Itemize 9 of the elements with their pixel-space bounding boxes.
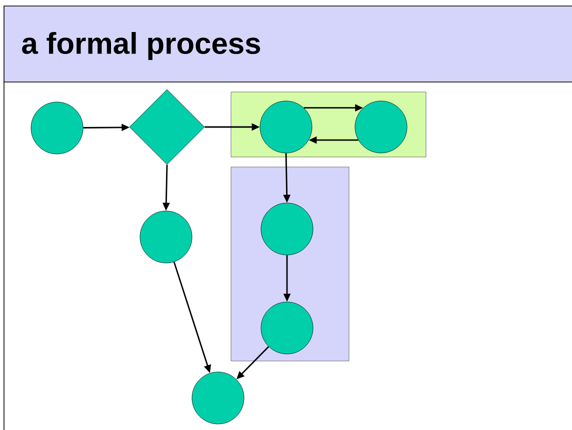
circle-node xyxy=(260,100,312,154)
circle-node xyxy=(140,210,192,264)
circle-node xyxy=(354,100,408,154)
circle-node xyxy=(30,102,84,154)
circle-node xyxy=(260,302,314,354)
decision-diamond xyxy=(129,89,205,165)
title: a formal process xyxy=(22,32,260,60)
circle-node xyxy=(260,202,314,256)
circle-node xyxy=(192,372,244,424)
